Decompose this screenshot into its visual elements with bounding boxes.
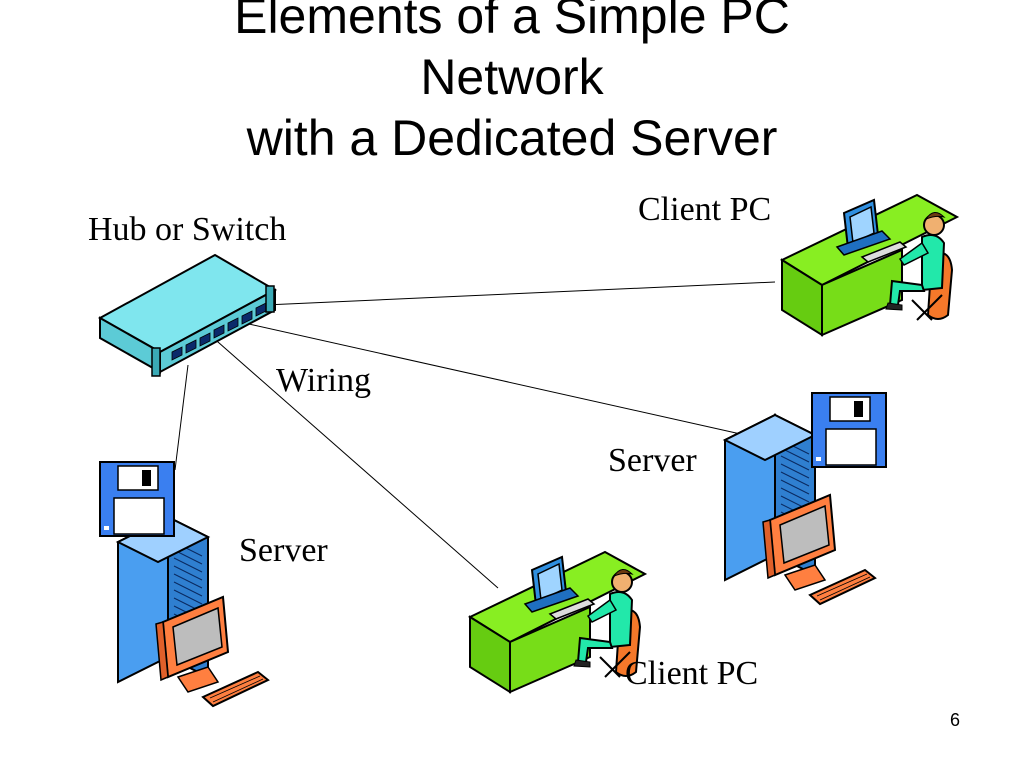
wiring-lines [174,281,776,589]
client-top-label: Client PC [638,191,772,228]
wire-to-client-top [264,281,776,306]
wiring-label: Wiring [276,362,371,399]
wire-to-client-bottom [209,334,499,589]
client-pc-bottom-icon [469,551,646,693]
client-pc-top-icon [781,194,958,336]
hub-switch-icon [97,253,278,377]
floppy-right-icon [811,392,887,468]
server-left-label: Server [239,532,328,569]
server-right-label: Server [608,442,697,479]
hub-label: Hub or Switch [88,211,287,248]
page-number: 6 [950,710,961,730]
title-line-1: Elements of a Simple PC [234,0,790,44]
slide-title: Elements of a Simple PC Network with a D… [0,0,1024,169]
client-bottom-label: Client PC [625,655,759,692]
wire-to-server-left [174,364,189,471]
wire-to-server-right [239,321,746,436]
title-line-3: with a Dedicated Server [246,110,778,166]
floppy-left-icon [99,461,175,537]
title-line-2: Network [420,49,604,105]
